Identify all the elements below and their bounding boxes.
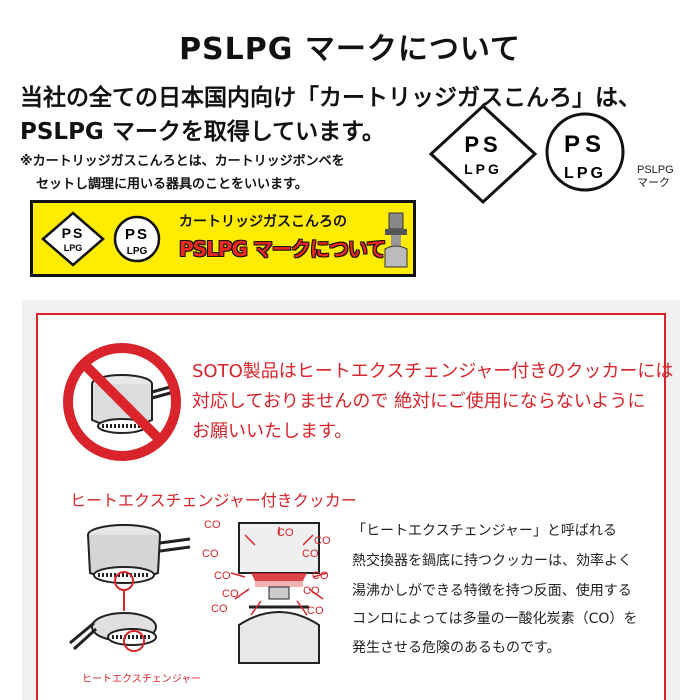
diamond-mark-top-text: PS [464, 132, 501, 157]
pslpg-marks: PS LPG PS LPG [428, 103, 625, 205]
description-line4: コンロによっては多量の一酸化炭素（CO）を [352, 611, 638, 627]
stove-with-cooker-illustration [230, 522, 328, 664]
co-label: CO [302, 548, 319, 560]
co-label: CO [204, 519, 221, 531]
description-line3: 湯沸かしができる特徴を持つ反面、使用する [352, 583, 632, 599]
banner-circle-top-text: PS [125, 226, 149, 243]
co-label: CO [202, 548, 219, 560]
co-label: CO [314, 535, 331, 547]
description-line1: 「ヒートエクスチェンジャー」と呼ばれる [352, 523, 617, 539]
diamond-mark-bottom-text: LPG [464, 161, 502, 177]
banner-circle-bottom-text: LPG [127, 246, 148, 257]
intro-text-line2: PSLPG マークを取得しています。 [20, 119, 385, 145]
prohibited-cooker-icon [63, 343, 181, 461]
page-title: PSLPG マークについて [179, 32, 521, 67]
intro-text-line1: 当社の全ての日本国内向け「カートリッジガスこんろ」は、 [20, 85, 641, 111]
pslpg-banner[interactable]: PS LPG PS LPG カートリッジガスこんろの PSLPG マークについて [30, 200, 416, 277]
banner-diamond-mark-icon: PS LPG [41, 211, 105, 267]
co-label: CO [214, 570, 231, 582]
description-line2: 熱交換器を鍋底に持つクッカーは、効率よく [352, 553, 632, 569]
banner-diamond-bottom-text: LPG [64, 243, 83, 253]
banner-main-text: PSLPG マークについて [179, 237, 386, 261]
banner-marks: PS LPG PS LPG [41, 211, 161, 267]
note-text-line1: ※カートリッジガスこんろとは、カートリッジボンベを [20, 154, 345, 169]
heat-exchanger-cooker-illustration [69, 524, 191, 652]
pslpg-diamond-mark-icon: PS LPG [428, 103, 538, 205]
cooker-heading: ヒートエクスチェンジャー付きクッカー [70, 491, 357, 510]
mark-caption-line1: PSLPG [637, 164, 674, 176]
co-label: CO [211, 603, 228, 615]
warning-text-line1: SOTO製品はヒートエクスチェンジャー付きのクッカーには [192, 361, 674, 382]
banner-circle-mark-icon: PS LPG [113, 215, 161, 263]
co-label: CO [222, 588, 239, 600]
stove-icon [384, 212, 408, 268]
co-label: CO [312, 570, 329, 582]
mark-caption-line2: マーク [637, 177, 670, 189]
heat-exchanger-caption: ヒートエクスチェンジャー [82, 674, 202, 685]
banner-top-text: カートリッジガスこんろの [179, 214, 347, 230]
co-label: CO [303, 585, 320, 597]
pslpg-circle-mark-icon: PS LPG [545, 112, 625, 192]
warning-text-line3: お願いいたします。 [192, 421, 353, 442]
note-text-line2: セットし調理に用いる器具のことをいいます。 [36, 177, 308, 192]
banner-diamond-top-text: PS [62, 225, 85, 241]
circle-mark-top-text: PS [564, 131, 606, 158]
circle-mark-bottom-text: LPG [564, 165, 606, 182]
description-line5: 発生させる危険のあるものです。 [352, 640, 561, 656]
co-label: CO [277, 527, 294, 539]
warning-text-line2: 対応しておりませんので 絶対にご使用にならないように [192, 391, 646, 412]
mark-caption: PSLPG マーク [637, 164, 674, 190]
co-label: CO [307, 605, 324, 617]
